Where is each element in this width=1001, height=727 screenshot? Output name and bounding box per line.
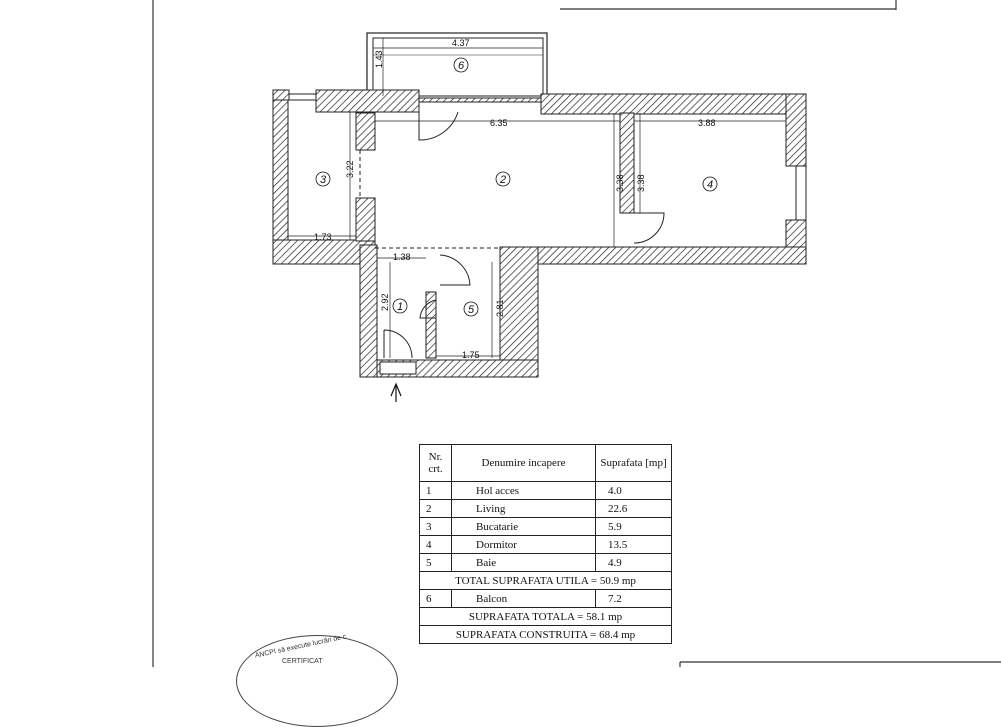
room-number-2: 2: [499, 174, 506, 186]
page-frame: [152, 0, 1001, 667]
stamp-text-2: CERTIFICAT: [282, 658, 323, 665]
table-row: 2 Living 22.6: [419, 499, 672, 518]
table-row: 4 Dormitor 13.5: [419, 535, 672, 554]
dimension-lines: [288, 38, 786, 358]
table-header-row: Nr. crt. Denumire incapere Suprafata [mp…: [419, 444, 672, 482]
dim-hall-depth: 2.92: [380, 293, 390, 311]
dim-living-width: 6.35: [490, 118, 508, 128]
header-nr: Nr. crt.: [419, 444, 452, 482]
total-area-row: SUPRAFATA TOTALA = 58.1 mp: [419, 607, 672, 626]
dim-kitchen-depth: 3.22: [345, 160, 355, 178]
area-table: Nr. crt. Denumire incapere Suprafata [mp…: [419, 444, 672, 644]
row-area: 5.9: [595, 517, 672, 536]
entrance-arrow-icon: [390, 382, 402, 402]
row-nr: 1: [419, 481, 452, 500]
room-number-3: 3: [320, 174, 327, 186]
room-number-1: 1: [397, 301, 403, 313]
table-row: 6 Balcon 7.2: [419, 589, 672, 608]
row-nr: 3: [419, 517, 452, 536]
header-area: Suprafata [mp]: [595, 444, 672, 482]
room-number-5: 5: [468, 304, 475, 316]
row-name: Hol acces: [451, 481, 596, 500]
walls: [272, 89, 807, 378]
dim-bedroom-depth: 3.38: [636, 174, 646, 192]
dim-balcony-depth: 1.43: [374, 50, 384, 68]
windows: [288, 93, 807, 375]
room-labels: [315, 57, 718, 317]
doors: [359, 111, 665, 359]
table-row: 5 Baie 4.9: [419, 553, 672, 572]
dim-bath-width: 1.75: [462, 350, 480, 360]
row-name: Living: [451, 499, 596, 518]
built-area-row: SUPRAFATA CONSTRUITA = 68.4 mp: [419, 625, 672, 644]
row-nr: 5: [419, 553, 452, 572]
room-number-4: 4: [707, 179, 713, 191]
table-row: 3 Bucatarie 5.9: [419, 517, 672, 536]
row-area: 22.6: [595, 499, 672, 518]
dim-hall-width: 1.38: [393, 252, 411, 262]
room-number-6: 6: [458, 60, 465, 72]
total-useful-row: TOTAL SUPRAFATA UTILA = 50.9 mp: [419, 571, 672, 590]
row-nr: 6: [419, 589, 452, 608]
row-area: 4.0: [595, 481, 672, 500]
dim-living-depth: 3.38: [615, 174, 625, 192]
dim-kitchen-width: 1.73: [314, 232, 332, 242]
total-useful: TOTAL SUPRAFATA UTILA = 50.9 mp: [419, 571, 672, 590]
total-area: SUPRAFATA TOTALA = 58.1 mp: [419, 607, 672, 626]
row-area: 4.9: [595, 553, 672, 572]
header-name: Denumire incapere: [451, 444, 596, 482]
official-stamp: [236, 635, 398, 727]
row-nr: 2: [419, 499, 452, 518]
row-nr: 4: [419, 535, 452, 554]
table-row: 1 Hol acces 4.0: [419, 481, 672, 500]
dim-bedroom-width: 3.88: [698, 118, 716, 128]
floor-plan: 4.37 1.43 6.35 3.88 3.38 3.38 3.22 1.73 …: [152, 0, 1001, 667]
built-area: SUPRAFATA CONSTRUITA = 68.4 mp: [419, 625, 672, 644]
row-area: 7.2: [595, 589, 672, 608]
row-area: 13.5: [595, 535, 672, 554]
dim-bath-depth: 2.81: [495, 299, 505, 317]
row-name: Baie: [451, 553, 596, 572]
row-name: Balcon: [451, 589, 596, 608]
dim-balcony-width: 4.37: [452, 38, 470, 48]
row-name: Dormitor: [451, 535, 596, 554]
row-name: Bucatarie: [451, 517, 596, 536]
